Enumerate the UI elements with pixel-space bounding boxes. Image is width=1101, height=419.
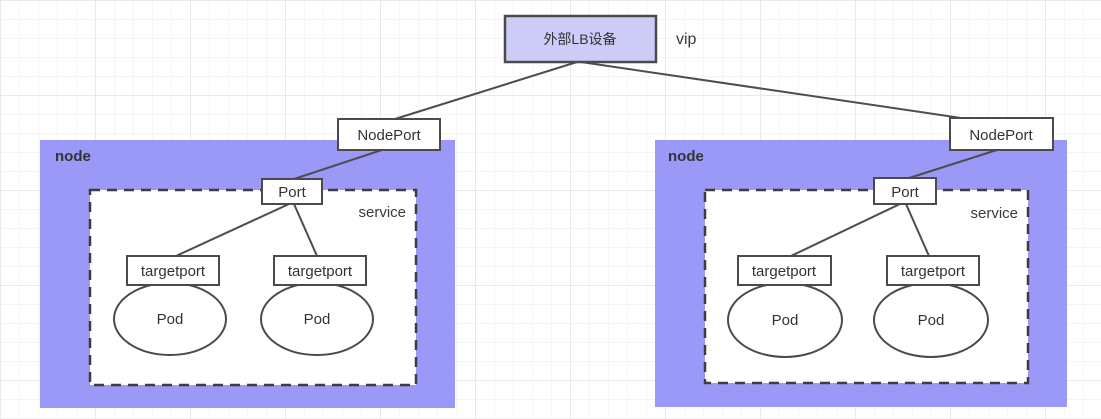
connector-port-to-targetport-left-2	[293, 203, 318, 257]
port-box-left	[261, 178, 323, 205]
connector-lb-to-nodeport-right	[580, 61, 996, 124]
service-label-right: service	[970, 205, 1018, 222]
targetport-box-right-1	[737, 255, 832, 286]
connector-port-to-targetport-left-1	[175, 203, 290, 257]
targetport-label-left-2: targetport	[288, 263, 353, 280]
port-label-right: Port	[891, 184, 919, 201]
pod-label-right-2: Pod	[918, 312, 945, 329]
nodeport-box-left	[337, 118, 441, 151]
external-lb-label: 外部LB设备	[543, 31, 616, 47]
pod-label-right-1: Pod	[772, 312, 799, 329]
targetport-box-left-1	[126, 255, 220, 286]
port-box-right	[873, 177, 937, 205]
targetport-box-left-2	[273, 255, 367, 286]
targetport-label-right-2: targetport	[901, 263, 966, 280]
node-label-right: node	[668, 148, 704, 165]
targetport-label-right-1: targetport	[752, 263, 817, 280]
nodeport-label-right: NodePort	[969, 127, 1033, 144]
external-lb-box	[503, 14, 658, 64]
targetport-box-right-2	[886, 255, 980, 286]
nodeport-box-right	[949, 117, 1054, 151]
service-label-left: service	[358, 204, 406, 221]
pod-label-left-1: Pod	[157, 311, 184, 328]
connector-port-to-targetport-right-1	[790, 203, 901, 257]
targetport-label-left-1: targetport	[141, 263, 206, 280]
connector-nodeport-to-port-right	[905, 148, 1001, 180]
nodeport-label-left: NodePort	[357, 127, 421, 144]
connector-port-to-targetport-right-2	[905, 203, 930, 257]
port-label-left: Port	[278, 184, 306, 201]
pod-label-left-2: Pod	[304, 311, 331, 328]
node-label-left: node	[55, 148, 91, 165]
vip-label: vip	[676, 31, 697, 48]
connector-lb-to-nodeport-left	[394, 61, 578, 120]
connector-nodeport-to-port-left	[290, 148, 386, 181]
